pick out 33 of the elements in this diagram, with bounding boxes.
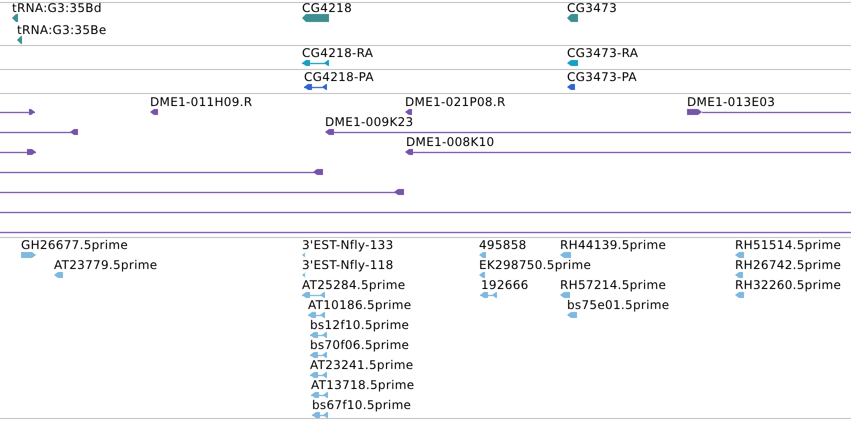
feature-label: 495858 (479, 238, 527, 252)
feature-label: RH57214.5prime (560, 278, 666, 292)
feature-label: DME1-013E03 (687, 95, 776, 109)
feature-label: AT13718.5prime (311, 378, 414, 392)
feature-label: RH44139.5prime (560, 238, 666, 252)
feature-label: DME1-011H09.R (150, 95, 252, 109)
feature-label: CG3473-PA (567, 70, 637, 84)
feature-label: 3'EST-Nfly-118 (302, 258, 394, 272)
feature-label: CG4218-PA (304, 70, 374, 84)
feature-label: DME1-009K23 (325, 115, 414, 129)
feature-label: bs67f10.5prime (312, 398, 412, 412)
feature-label: 3'EST-Nfly-133 (302, 238, 394, 252)
feature-label: CG3473 (567, 1, 618, 15)
feature-label: bs75e01.5prime (567, 298, 670, 312)
feature-label: CG4218 (302, 1, 352, 15)
feature-label: CG3473-RA (567, 46, 638, 60)
feature-label: AT25284.5prime (302, 278, 406, 292)
feature-label: RH32260.5prime (735, 278, 842, 292)
feature-label: RH26742.5prime (735, 258, 842, 272)
feature-label: RH51514.5prime (735, 238, 842, 252)
feature-label: tRNA:G3:35Bd (12, 1, 102, 15)
feature-label: AT23241.5prime (310, 358, 414, 372)
feature-label: AT23779.5prime (54, 258, 158, 272)
feature-label: 192666 (481, 278, 529, 292)
feature-label: EK298750.5prime (479, 258, 592, 272)
feature-label: bs70f06.5prime (310, 338, 410, 352)
feature-label: GH26677.5prime (21, 238, 128, 252)
feature-label: DME1-008K10 (406, 135, 494, 149)
feature-label: CG4218-RA (302, 46, 374, 60)
feature-label: bs12f10.5prime (310, 318, 410, 332)
feature-label: tRNA:G3:35Be (17, 23, 107, 37)
feature-label: DME1-021P08.R (405, 95, 506, 109)
feature-label: AT10186.5prime (308, 298, 412, 312)
